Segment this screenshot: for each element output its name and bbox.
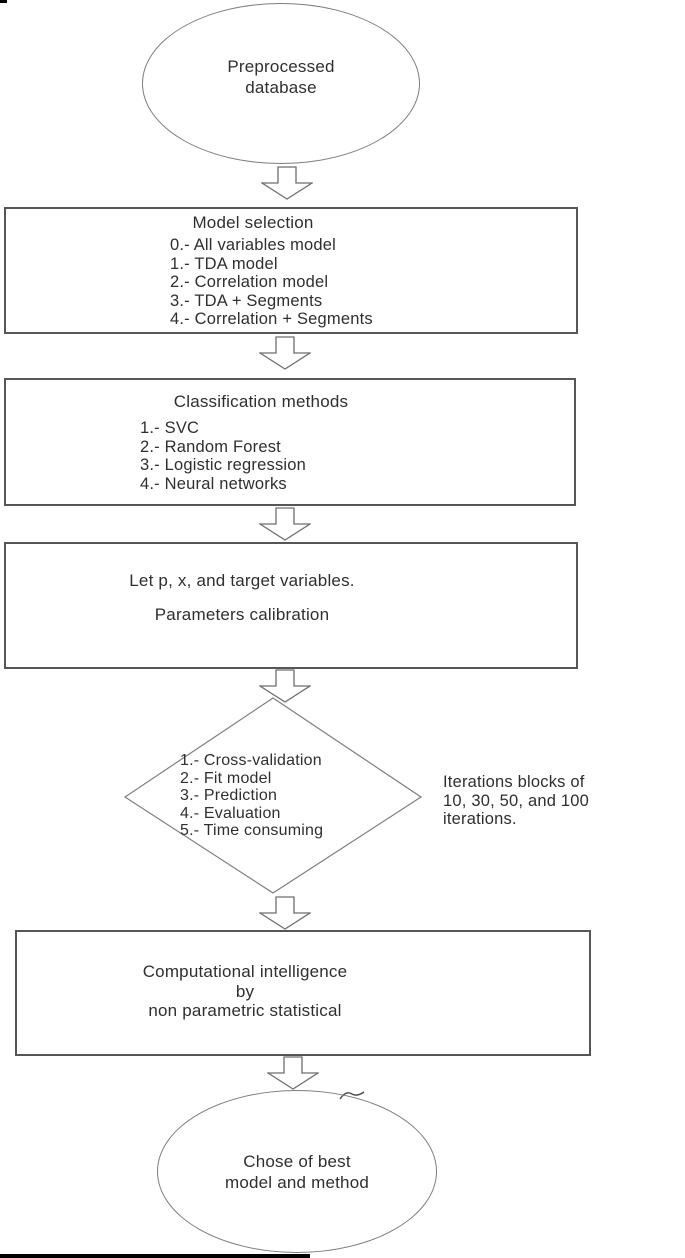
list-item: 4.- Neural networks	[140, 474, 287, 493]
calibration-line1: Let p, x, and target variables.	[129, 571, 355, 590]
start-ellipse-label-line2: database	[245, 77, 317, 97]
model-selection-title: Model selection	[192, 213, 314, 232]
intelligence-line1: Computational intelligence	[142, 962, 348, 981]
list-item: 2.- Correlation model	[170, 273, 329, 292]
list-item: 3.- TDA + Segments	[170, 291, 323, 310]
calibration-box: Let p, x, and target variables. Paramete…	[4, 542, 578, 669]
classification-methods-title: Classification methods	[173, 392, 349, 411]
intelligence-box: Computational intelligence by non parame…	[15, 930, 591, 1056]
iterations-note-line1: Iterations blocks of	[443, 773, 585, 791]
intelligence-line3: non parametric statistical	[148, 1001, 342, 1020]
down-arrow-icon	[261, 166, 313, 200]
process-diamond	[123, 697, 423, 894]
scan-artifact-bottom-bar	[0, 1254, 310, 1258]
list-item: 4.- Correlation + Segments	[170, 310, 373, 329]
end-ellipse-label-line2: model and method	[224, 1172, 369, 1192]
list-item: 4.- Evaluation	[180, 804, 281, 822]
end-ellipse: Chose of best model and method	[157, 1090, 437, 1253]
scan-artifact-top-left	[0, 0, 7, 3]
iterations-note-line2: 10, 30, 50, and 100	[443, 791, 590, 810]
down-arrow-icon	[267, 1056, 319, 1090]
intelligence-line2: by	[235, 981, 255, 1001]
list-item: 2.- Fit model	[180, 769, 272, 787]
list-item: 1.- Cross-validation	[180, 752, 322, 769]
down-arrow-icon	[259, 507, 311, 541]
down-arrow-icon	[259, 896, 311, 930]
calibration-line2: Parameters calibration	[154, 605, 330, 624]
list-item: 3.- Prediction	[180, 787, 278, 805]
list-item: 5.- Time consuming	[180, 822, 324, 840]
iterations-note: Iterations blocks of 10, 30, 50, and 100…	[443, 773, 589, 829]
list-item: 1.- SVC	[140, 419, 200, 437]
list-item: 1.- TDA model	[170, 254, 278, 273]
iterations-note-line3: iterations.	[443, 810, 517, 829]
list-item: 0.- All variables model	[170, 236, 337, 254]
intelligence-box-text: Computational intelligence by non parame…	[17, 962, 473, 1021]
list-item: 2.- Random Forest	[140, 437, 281, 456]
start-ellipse-label-line1: Preprocessed	[227, 56, 335, 76]
down-arrow-icon	[259, 669, 311, 703]
down-arrow-icon	[259, 336, 311, 370]
end-ellipse-label-line1: Chose of best	[243, 1151, 351, 1171]
start-ellipse: Preprocessed database	[142, 3, 420, 164]
list-item: 3.- Logistic regression	[140, 456, 307, 475]
